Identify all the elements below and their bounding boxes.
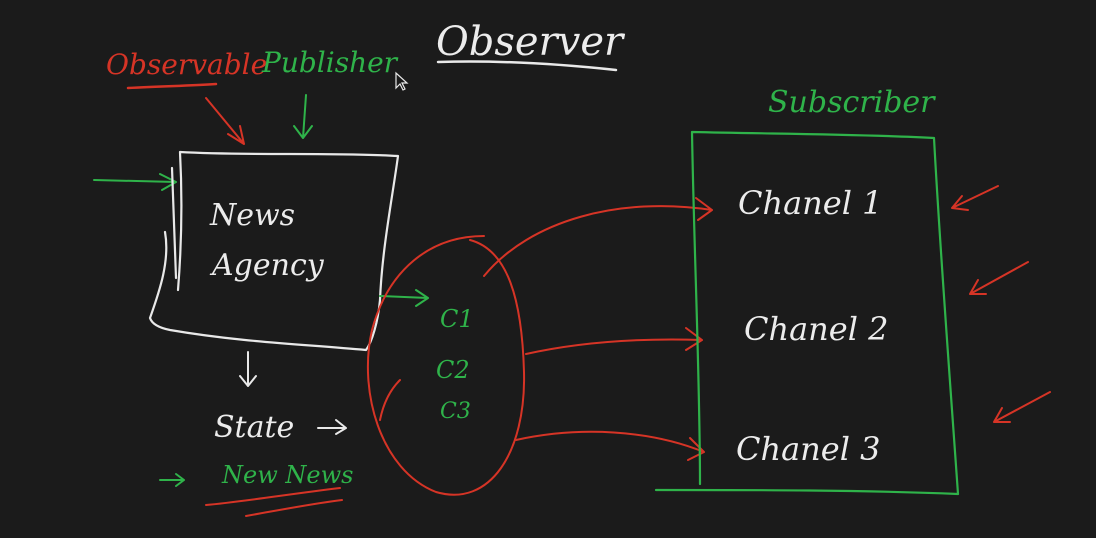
observable-label: Observable — [106, 48, 267, 81]
news-agency-label-line1: News — [209, 198, 295, 233]
state-label: State — [214, 410, 294, 445]
observable-underline — [126, 82, 218, 90]
new-news-arrow — [159, 473, 185, 487]
new-news-underline — [205, 487, 343, 517]
diagram-title: Observer — [436, 19, 626, 65]
right-arrow-3 — [993, 391, 1051, 423]
c3-label: C3 — [440, 399, 471, 424]
right-arrow-2 — [969, 261, 1029, 295]
new-news-label: New News — [221, 461, 353, 489]
channel-2-label: Chanel 2 — [744, 310, 888, 348]
c2-label: C2 — [436, 356, 470, 384]
arrow-to-channel-3 — [515, 430, 705, 461]
subscriber-list-oval — [366, 235, 526, 496]
channel-3-label: Chanel 3 — [736, 430, 880, 468]
news-agency-label-line2: Agency — [209, 248, 325, 283]
agency-to-c1-arrow — [379, 289, 429, 307]
state-arrow — [317, 419, 347, 435]
input-arrow-left — [93, 173, 177, 191]
state-down-arrow — [239, 351, 257, 387]
mouse-cursor-icon — [395, 71, 409, 91]
title-underline — [436, 60, 618, 72]
publisher-arrow — [293, 94, 313, 139]
subscriber-box — [654, 130, 960, 496]
observable-arrow — [205, 97, 245, 145]
news-agency-box — [148, 150, 400, 352]
publisher-label: Publisher — [261, 46, 399, 79]
arrow-to-channel-2 — [525, 327, 703, 355]
arrow-to-channel-1 — [483, 197, 713, 277]
channel-1-label: Chanel 1 — [738, 184, 882, 222]
subscriber-label: Subscriber — [768, 85, 936, 120]
c1-label: C1 — [440, 305, 474, 333]
right-arrow-1 — [951, 185, 999, 211]
